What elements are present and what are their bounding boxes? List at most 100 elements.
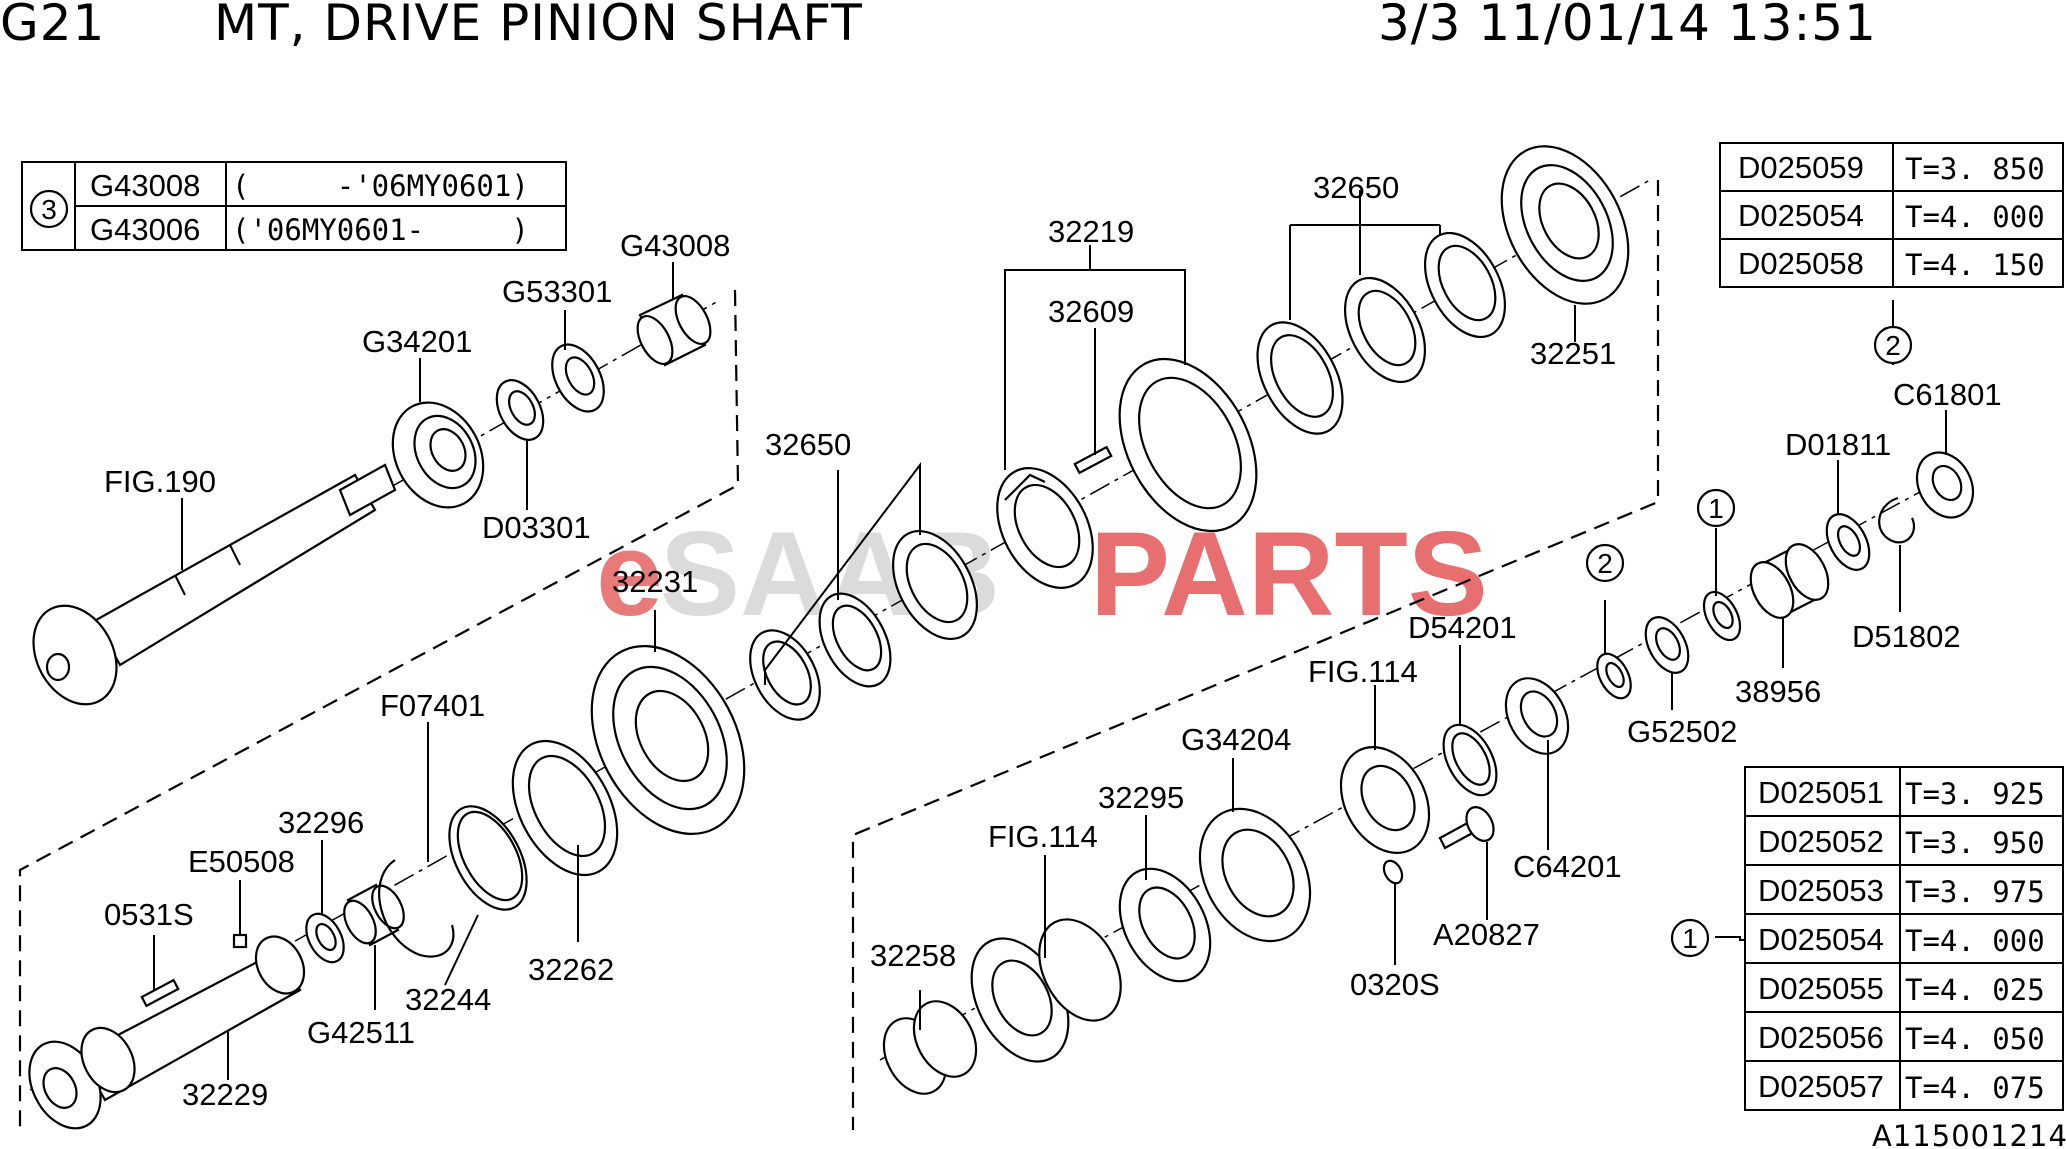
table-1-row-7-part: D025057 (1758, 1069, 1884, 1104)
part-shaft-fig190 (32, 463, 397, 706)
table-1-row-2-part: D025052 (1758, 824, 1884, 859)
table-2-row-1-part: D025059 (1738, 150, 1864, 185)
diagram-date: 3/3 11/01/14 13:51 (1378, 0, 1877, 52)
table-key-3: 3 G43008 ( -'06MY0601) G43006 ('06MY0601… (21, 161, 567, 251)
part-bearing-g34201 (391, 401, 485, 509)
table-2-row-3-part: D025058 (1738, 246, 1864, 281)
label-32295: 32295 (1098, 780, 1184, 815)
leader-lines (153, 190, 1947, 1080)
boundary-right (851, 180, 1660, 1130)
label-32258: 32258 (870, 938, 956, 973)
label-fig114-left: FIG.114 (988, 819, 1098, 854)
table-2-row-1-thickness: T=3. 850 (1905, 152, 2045, 186)
table-1-row-4-part: D025054 (1758, 922, 1884, 957)
label-c64201: C64201 (1513, 849, 1622, 884)
marker-2a: 2 (1597, 548, 1613, 579)
part-needle-bearing-g42511 (343, 883, 405, 947)
table-3-row-2-range: ('06MY0601- ) (232, 213, 529, 247)
label-32251: 32251 (1530, 336, 1616, 371)
part-shaft-32229 (28, 933, 306, 1130)
label-32650-top: 32650 (1313, 170, 1399, 205)
part-synchro-32650-top (1256, 231, 1507, 435)
label-d03301: D03301 (482, 510, 591, 545)
part-gear-32251 (1500, 145, 1630, 305)
table-1-row-3-thickness: T=3. 975 (1905, 875, 2045, 909)
watermark-parts: PARTS (1090, 507, 1488, 641)
part-housing-g34204 (1198, 807, 1312, 943)
part-washer-d03301 (495, 379, 545, 441)
shaft-end (338, 463, 397, 517)
table-3-key: 3 (41, 194, 57, 225)
marker-circle-2b (1873, 325, 1913, 365)
label-32231: 32231 (612, 564, 698, 599)
group-boundaries (18, 180, 1660, 1130)
label-fig114-right: FIG.114 (1308, 654, 1418, 689)
label-0320s: 0320S (1350, 967, 1440, 1002)
shaft-flange-bore (45, 652, 71, 682)
label-d01811: D01811 (1785, 427, 1891, 462)
marker-circle-2a (1585, 543, 1625, 583)
key-0531s (140, 978, 180, 1008)
table-2-row-3-thickness: T=4. 150 (1905, 248, 2045, 282)
part-ring-d54201 (1442, 723, 1498, 797)
label-0531s: 0531S (104, 897, 194, 932)
table-1-row-5-part: D025055 (1758, 971, 1884, 1006)
part-washer-0320s (1382, 859, 1404, 885)
label-f07401: F07401 (380, 688, 485, 723)
diagram-title: MT, DRIVE PINION SHAFT (214, 0, 863, 52)
label-d54201: D54201 (1408, 610, 1517, 645)
label-32296: 32296 (278, 805, 364, 840)
label-32609: 32609 (1048, 294, 1134, 329)
label-g52502: G52502 (1627, 714, 1737, 749)
part-needle-bearing-g43008 (636, 293, 712, 367)
part-shim-marked-2 (1596, 652, 1632, 700)
part-synchro-hub-32609 (996, 445, 1113, 589)
table-key-1: D025051 T=3. 925 D025052 T=3. 950 D02505… (1744, 766, 2064, 1111)
diagram-code: G21 (0, 0, 106, 52)
marker-1b: 1 (1682, 923, 1698, 954)
part-needle-bearing-38956 (1749, 543, 1830, 619)
part-washer-32296 (305, 912, 345, 964)
part-bearing-g53301 (551, 343, 605, 413)
label-32219: 32219 (1048, 214, 1134, 249)
part-washer-d01811 (1825, 513, 1871, 571)
part-synchro-32650-mid (749, 529, 978, 721)
part-ring-32244 (448, 805, 528, 911)
label-g43008: G43008 (620, 228, 730, 263)
part-gear-fig114-left (970, 918, 1122, 1063)
reference-code: A115001214 (1872, 1119, 2066, 1149)
part-gear-32231 (590, 645, 746, 835)
ball-e50508 (232, 933, 248, 949)
label-32262: 32262 (528, 952, 614, 987)
label-32650-mid: 32650 (765, 427, 851, 462)
part-nut-c61801 (1915, 451, 1975, 519)
label-g34204: G34204 (1181, 722, 1291, 757)
part-bushing-32258 (882, 1000, 978, 1095)
label-e50508: E50508 (188, 844, 295, 879)
part-snap-ring-d51802 (1878, 496, 1916, 544)
part-snap-ring-f07401 (378, 859, 455, 958)
shaft-body (94, 473, 377, 667)
table-1-row-6-part: D025056 (1758, 1020, 1884, 1055)
table-1-row-4-thickness: T=4. 000 (1905, 924, 2045, 958)
table-key-2: D025059 T=3. 850 D025054 T=4. 000 D02505… (1719, 142, 2064, 288)
table-1-row-1-part: D025051 (1758, 775, 1884, 810)
part-labels: FIG.190 G34201 G53301 G43008 D03301 3221… (104, 170, 2002, 1112)
shaft-32229-gear (80, 1026, 136, 1094)
part-shim-marked-1 (1702, 590, 1742, 642)
table-1-row-1-thickness: T=3. 925 (1905, 777, 2045, 811)
label-g34201: G34201 (362, 324, 472, 359)
table-1-row-5-thickness: T=4. 025 (1905, 973, 2045, 1007)
table-2-row-2-thickness: T=4. 000 (1905, 200, 2045, 234)
table-1-row-3-part: D025053 (1758, 873, 1884, 908)
label-g42511: G42511 (307, 1015, 415, 1050)
table-2-row-2-part: D025054 (1738, 198, 1864, 233)
part-hub-32262 (511, 739, 619, 877)
label-fig190: FIG.190 (104, 464, 216, 499)
marker-2b: 2 (1885, 330, 1901, 361)
label-c61801: C61801 (1893, 377, 2002, 412)
marker-circle-1a (1696, 488, 1736, 528)
table-1-row-7-thickness: T=4. 075 (1905, 1071, 2045, 1105)
part-bearing-g52502 (1644, 616, 1690, 674)
